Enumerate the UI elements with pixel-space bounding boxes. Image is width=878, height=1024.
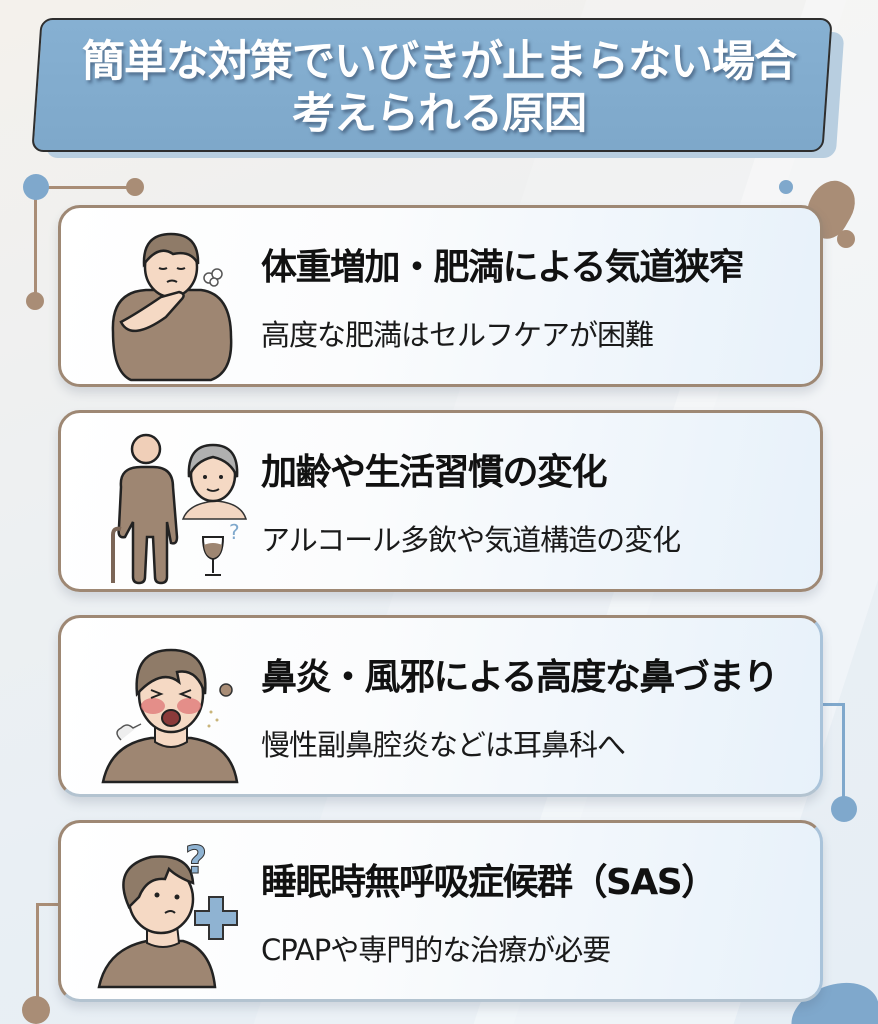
- connector-dot: [26, 292, 44, 310]
- person-question-medical-cross-icon: ?: [91, 837, 261, 997]
- connector-dot: [23, 174, 49, 200]
- svg-text:?: ?: [185, 838, 207, 882]
- overweight-person-choking-icon: [91, 222, 261, 382]
- title-line-2: 考えられる原因: [292, 89, 587, 139]
- connector-line: [842, 703, 845, 803]
- title-line-1: 簡単な対策でいびきが止まらない場合: [82, 37, 797, 87]
- page-title: 簡単な対策でいびきが止まらない場合 考えられる原因: [36, 36, 842, 140]
- connector-line: [36, 186, 136, 189]
- connector-line: [36, 903, 39, 1003]
- cause-heading: 睡眠時無呼吸症候群（SAS）: [257, 861, 720, 905]
- connector-dot: [22, 996, 50, 1024]
- cause-description: CPAPや専門的な治療が必要: [261, 933, 611, 967]
- cause-heading: 体重増加・肥満による気道狭窄: [257, 246, 747, 290]
- cause-description: 慢性副鼻腔炎などは耳鼻科へ: [261, 728, 626, 762]
- title-banner: 簡単な対策でいびきが止まらない場合 考えられる原因: [31, 18, 845, 158]
- cause-card-2: ? 加齢や生活習慣の変化 アルコール多飲や気道構造の変化: [58, 410, 823, 592]
- cause-card-3: 鼻炎・風邪による高度な鼻づまり 慢性副鼻腔炎などは耳鼻科へ: [58, 615, 823, 797]
- connector-line: [822, 703, 844, 706]
- cause-card-4: ? 睡眠時無呼吸症候群（SAS） CPAPや専門的な治療が必要: [58, 820, 823, 1002]
- cause-description: アルコール多飲や気道構造の変化: [261, 523, 681, 557]
- sneezing-person-icon: [91, 632, 261, 792]
- elderly-person-wine-icon: ?: [91, 427, 261, 587]
- cause-heading: 鼻炎・風邪による高度な鼻づまり: [257, 656, 782, 700]
- connector-line: [36, 903, 60, 906]
- svg-text:?: ?: [229, 520, 240, 544]
- cause-heading: 加齢や生活習慣の変化: [257, 451, 611, 495]
- connector-line: [34, 186, 37, 300]
- cause-card-1: 体重増加・肥満による気道狭窄 高度な肥満はセルフケアが困難: [58, 205, 823, 387]
- cause-description: 高度な肥満はセルフケアが困難: [261, 318, 654, 352]
- connector-dot: [779, 180, 793, 194]
- connector-dot: [831, 796, 857, 822]
- connector-dot: [837, 230, 855, 248]
- connector-dot: [126, 178, 144, 196]
